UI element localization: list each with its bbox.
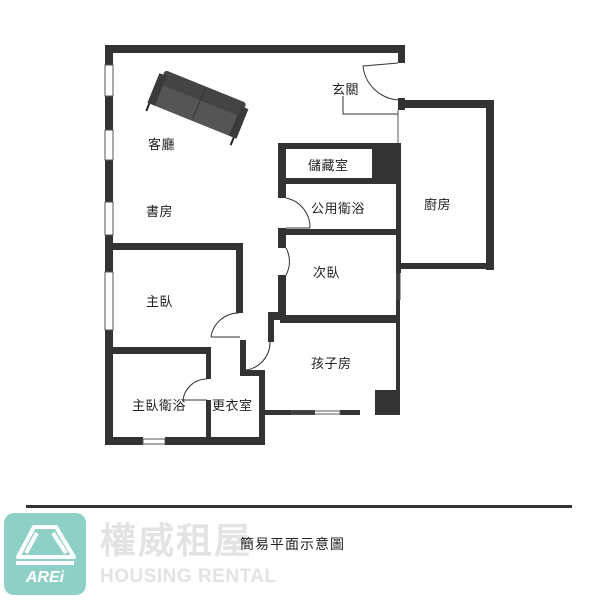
floor-plan: 客廳 書房 玄關 儲藏室 公用衛浴 廚房 次臥 主臥 孩子房 主臥衛浴 更衣室 — [104, 45, 494, 445]
room-label-closet: 更衣室 — [212, 399, 253, 414]
house-roof-icon — [16, 525, 76, 565]
room-label-storage: 儲藏室 — [308, 159, 349, 174]
brand-name-chinese: 權威租屋 — [100, 521, 253, 562]
room-label-entrance: 玄關 — [332, 83, 360, 98]
brand-name-english: HOUSING RENTAL — [100, 566, 277, 587]
room-label-kitchen: 廚房 — [424, 198, 452, 213]
floor-plan-drawing — [104, 45, 494, 445]
plan-caption: 簡易平面示意圖 — [240, 537, 345, 553]
brand-logo: AREi — [4, 513, 86, 595]
room-label-master-bath: 主臥衛浴 — [132, 399, 187, 414]
room-label-study: 書房 — [146, 205, 174, 220]
room-label-master-bedroom: 主臥 — [146, 295, 174, 310]
room-label-kids-room: 孩子房 — [311, 357, 352, 372]
sofa-icon — [145, 70, 249, 146]
room-label-second-bedroom: 次臥 — [313, 266, 341, 281]
room-label-public-bath: 公用衛浴 — [311, 202, 366, 217]
room-label-living-room: 客廳 — [148, 138, 176, 153]
logo-text: AREi — [25, 569, 65, 586]
divider-line — [26, 505, 572, 508]
